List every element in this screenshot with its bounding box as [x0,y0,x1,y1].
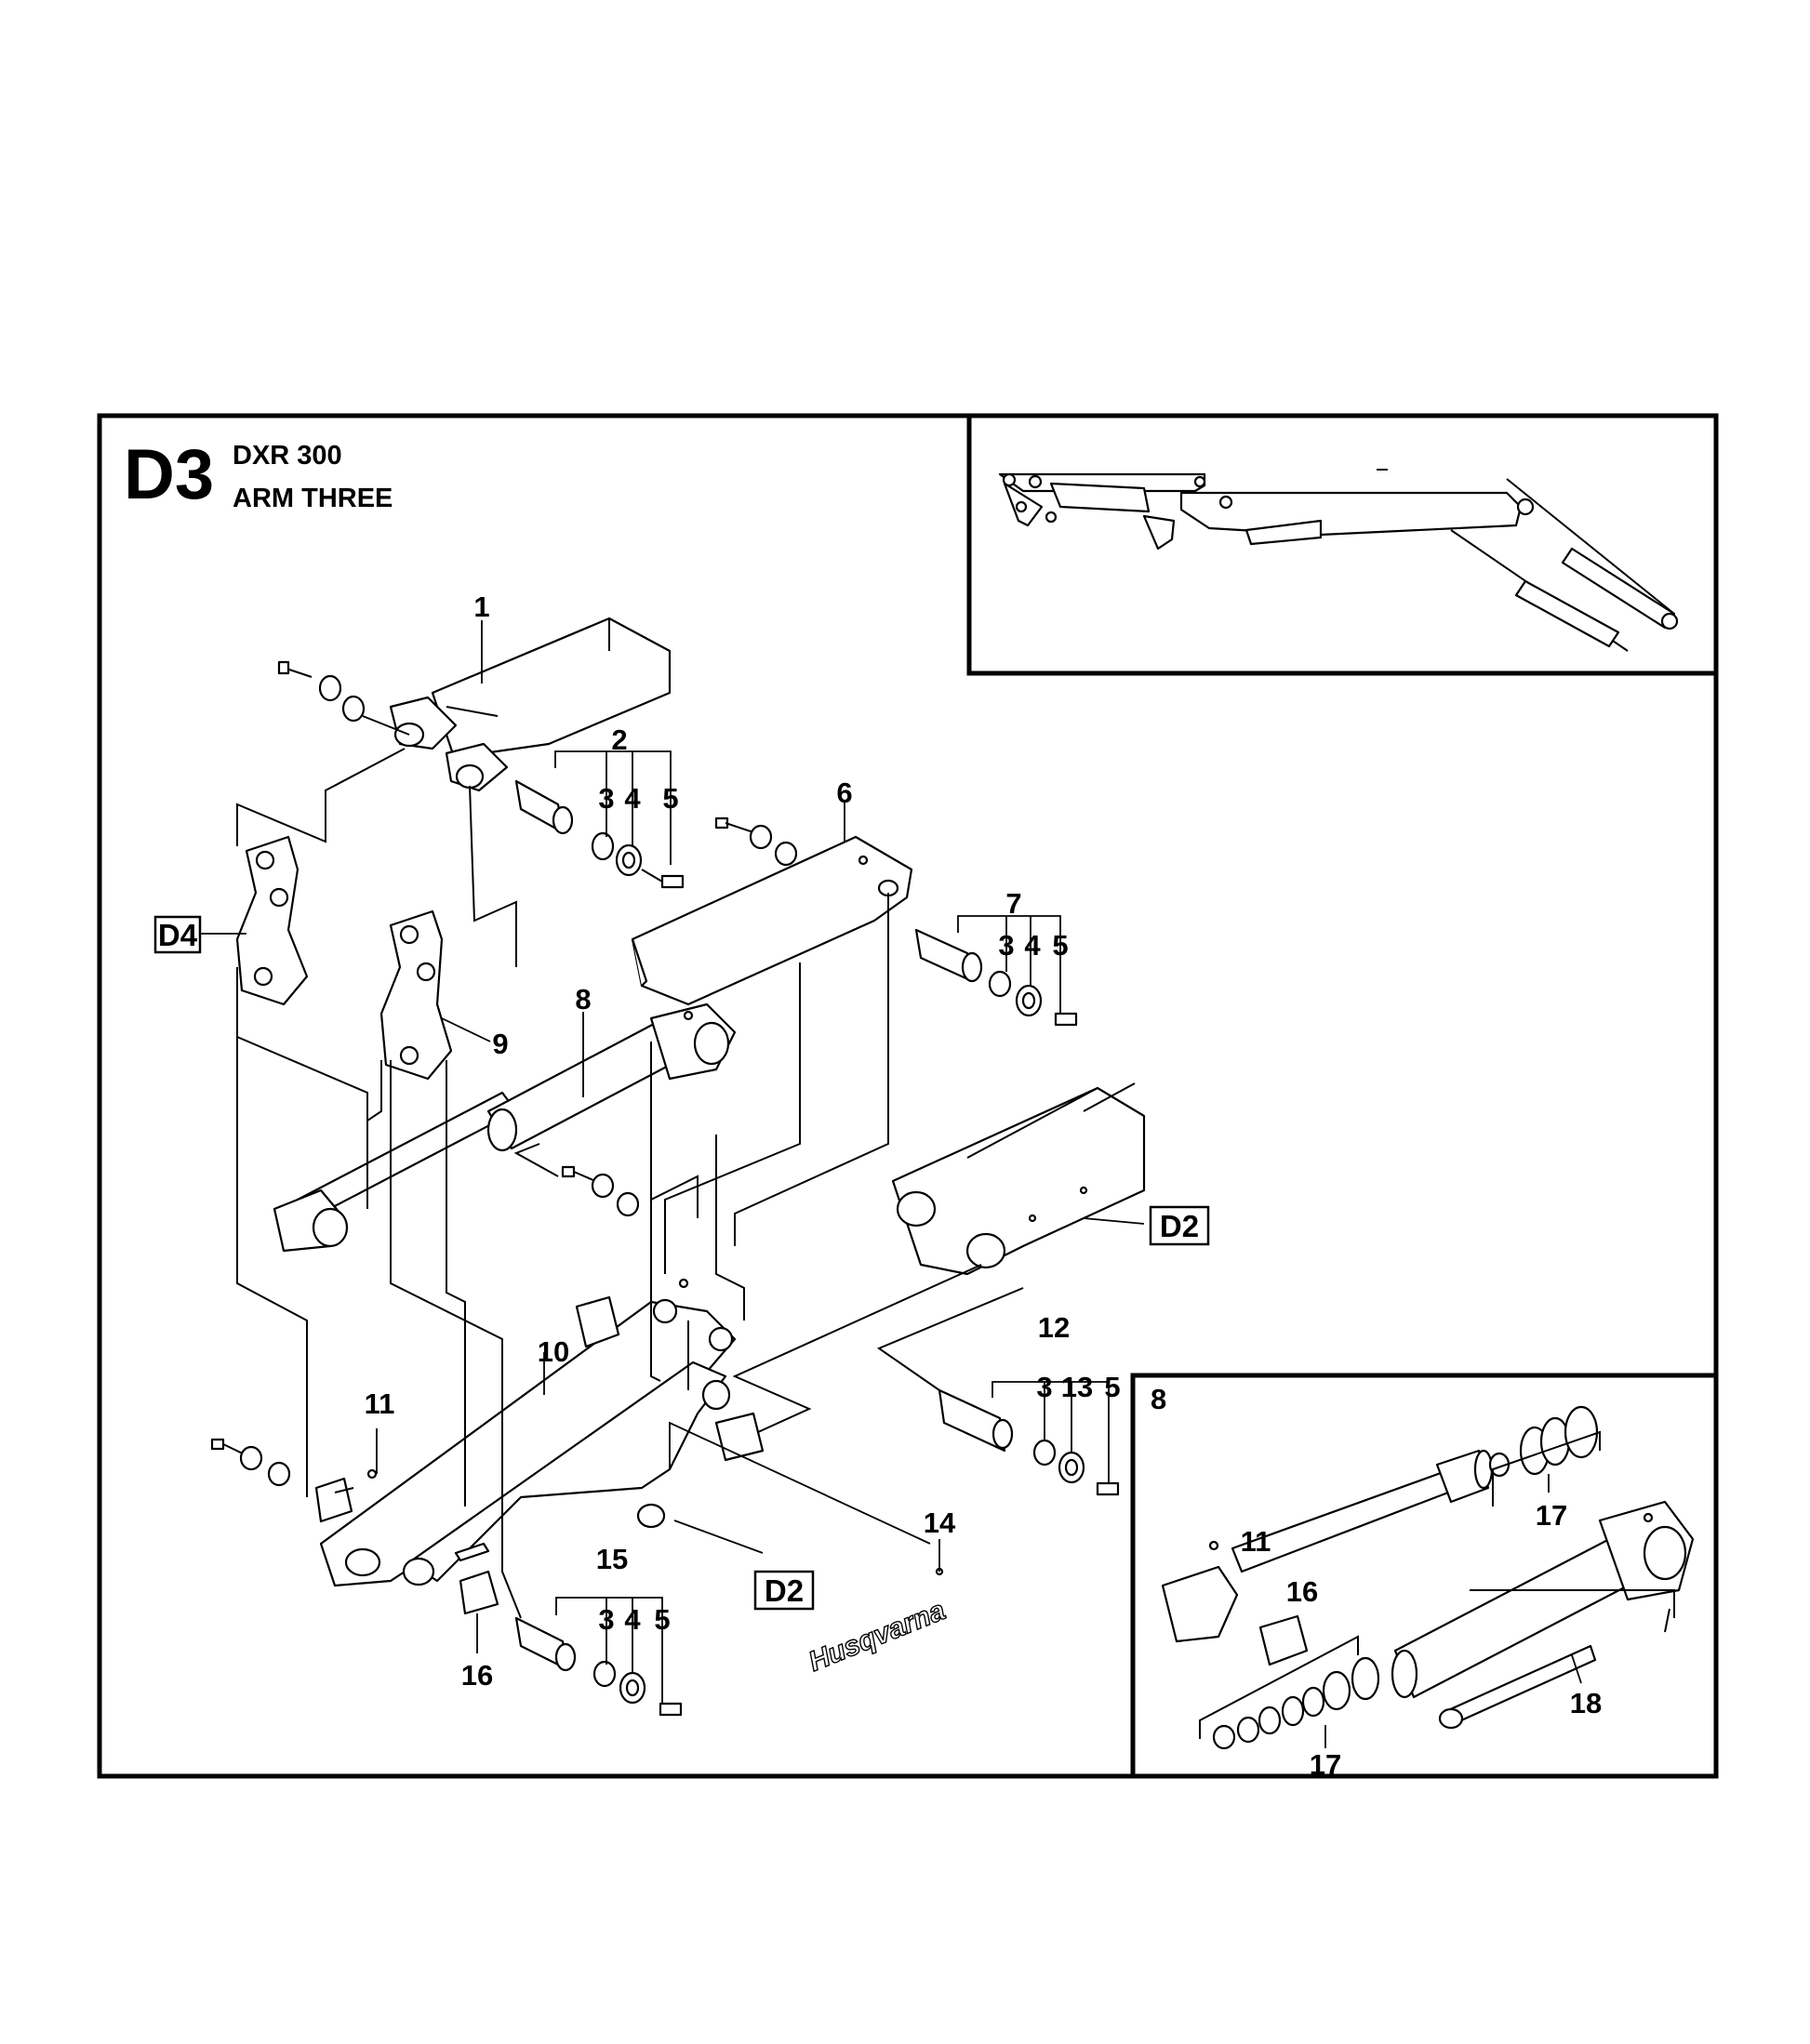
diagram-frame [97,413,1719,1779]
callout-1: 1 [473,591,489,623]
callout-12-part-13: 13 [1061,1371,1093,1403]
callout-7: 7 [1005,887,1021,920]
callout-leaders [195,620,1145,1704]
pin-assembly-part-2 [514,779,685,889]
callout-12-bolt-5: 5 [1104,1371,1120,1403]
callout-2-bolt-5: 5 [662,782,678,815]
svg-text:D2: D2 [1160,1209,1199,1243]
bolt-washer-group-lower [210,1165,944,1576]
inset-label-8: 8 [1151,1383,1166,1415]
callout-labels: 1 2 3 4 5 6 7 3 4 5 8 9 10 11 12 3 13 5 … [365,591,1121,1692]
callout-15: 15 [596,1543,628,1575]
link-plate-d4 [235,835,309,1006]
husqvarna-decal: Husqvarna [804,1594,951,1678]
hydraulic-cylinder-part-8 [273,1002,737,1253]
machine-overview-sketch [998,469,1679,652]
reference-d2-lower: D2 [753,1570,815,1611]
assembly-guide-lines [236,748,1024,1619]
bushing-group [314,1295,765,1615]
callout-15-bolt-5: 5 [654,1603,670,1636]
callout-15-washer-3: 3 [598,1603,614,1636]
callout-8: 8 [575,983,591,1015]
callout-7-nut-4: 4 [1024,929,1041,962]
callout-7-washer-3: 3 [998,929,1014,962]
inset-callout-17-top: 17 [1536,1499,1567,1532]
model-name: DXR 300 [233,441,342,471]
pin-assembly-part-12 [938,1388,1120,1496]
callout-11: 11 [365,1387,395,1420]
cylinder-detail-drawing [1161,1405,1695,1750]
callout-2-nut-4: 4 [624,782,641,815]
reference-d4: D4 [153,915,202,954]
callout-2: 2 [611,723,627,756]
callout-7-bolt-5: 5 [1052,929,1068,962]
callout-16: 16 [461,1659,493,1692]
bracket-part-6 [631,835,913,1006]
callout-9: 9 [492,1028,508,1060]
callout-12: 12 [1038,1311,1070,1344]
pin-assembly-part-7 [914,928,1078,1027]
arm-beam-part-1 [389,617,672,792]
inset-callout-18: 18 [1570,1687,1602,1719]
callout-10: 10 [538,1335,569,1368]
boom-section-d2 [891,1082,1146,1276]
inset-callout-16: 16 [1286,1575,1318,1608]
bolt-washer-group-upper-middle [714,816,798,867]
lower-arm-part-10 [319,1298,737,1587]
svg-text:D2: D2 [765,1573,804,1608]
section-code: D3 [124,435,214,514]
cylinder-inset-frame [1130,1373,1719,1779]
callout-12-washer-3: 3 [1036,1371,1052,1403]
callout-15-nut-4: 4 [624,1603,641,1636]
pin-assembly-part-15 [514,1616,683,1717]
callout-2-washer-3: 3 [598,782,614,815]
cylinder-inset-labels: 8 11 16 17 17 18 [1151,1383,1602,1781]
inset-callout-17-bottom: 17 [1310,1748,1341,1781]
link-plate-part-9 [379,909,453,1081]
callout-6: 6 [836,776,852,809]
reference-d2-upper: D2 [1149,1205,1210,1246]
group-name: ARM THREE [233,484,393,513]
svg-text:D4: D4 [158,918,198,952]
overview-inset-frame [966,413,1719,676]
bolt-washer-group-upper-left [277,660,410,736]
inset-callout-11: 11 [1241,1525,1271,1558]
callout-14: 14 [924,1506,956,1539]
brand-logo-text: Husqvarna [805,1595,950,1678]
